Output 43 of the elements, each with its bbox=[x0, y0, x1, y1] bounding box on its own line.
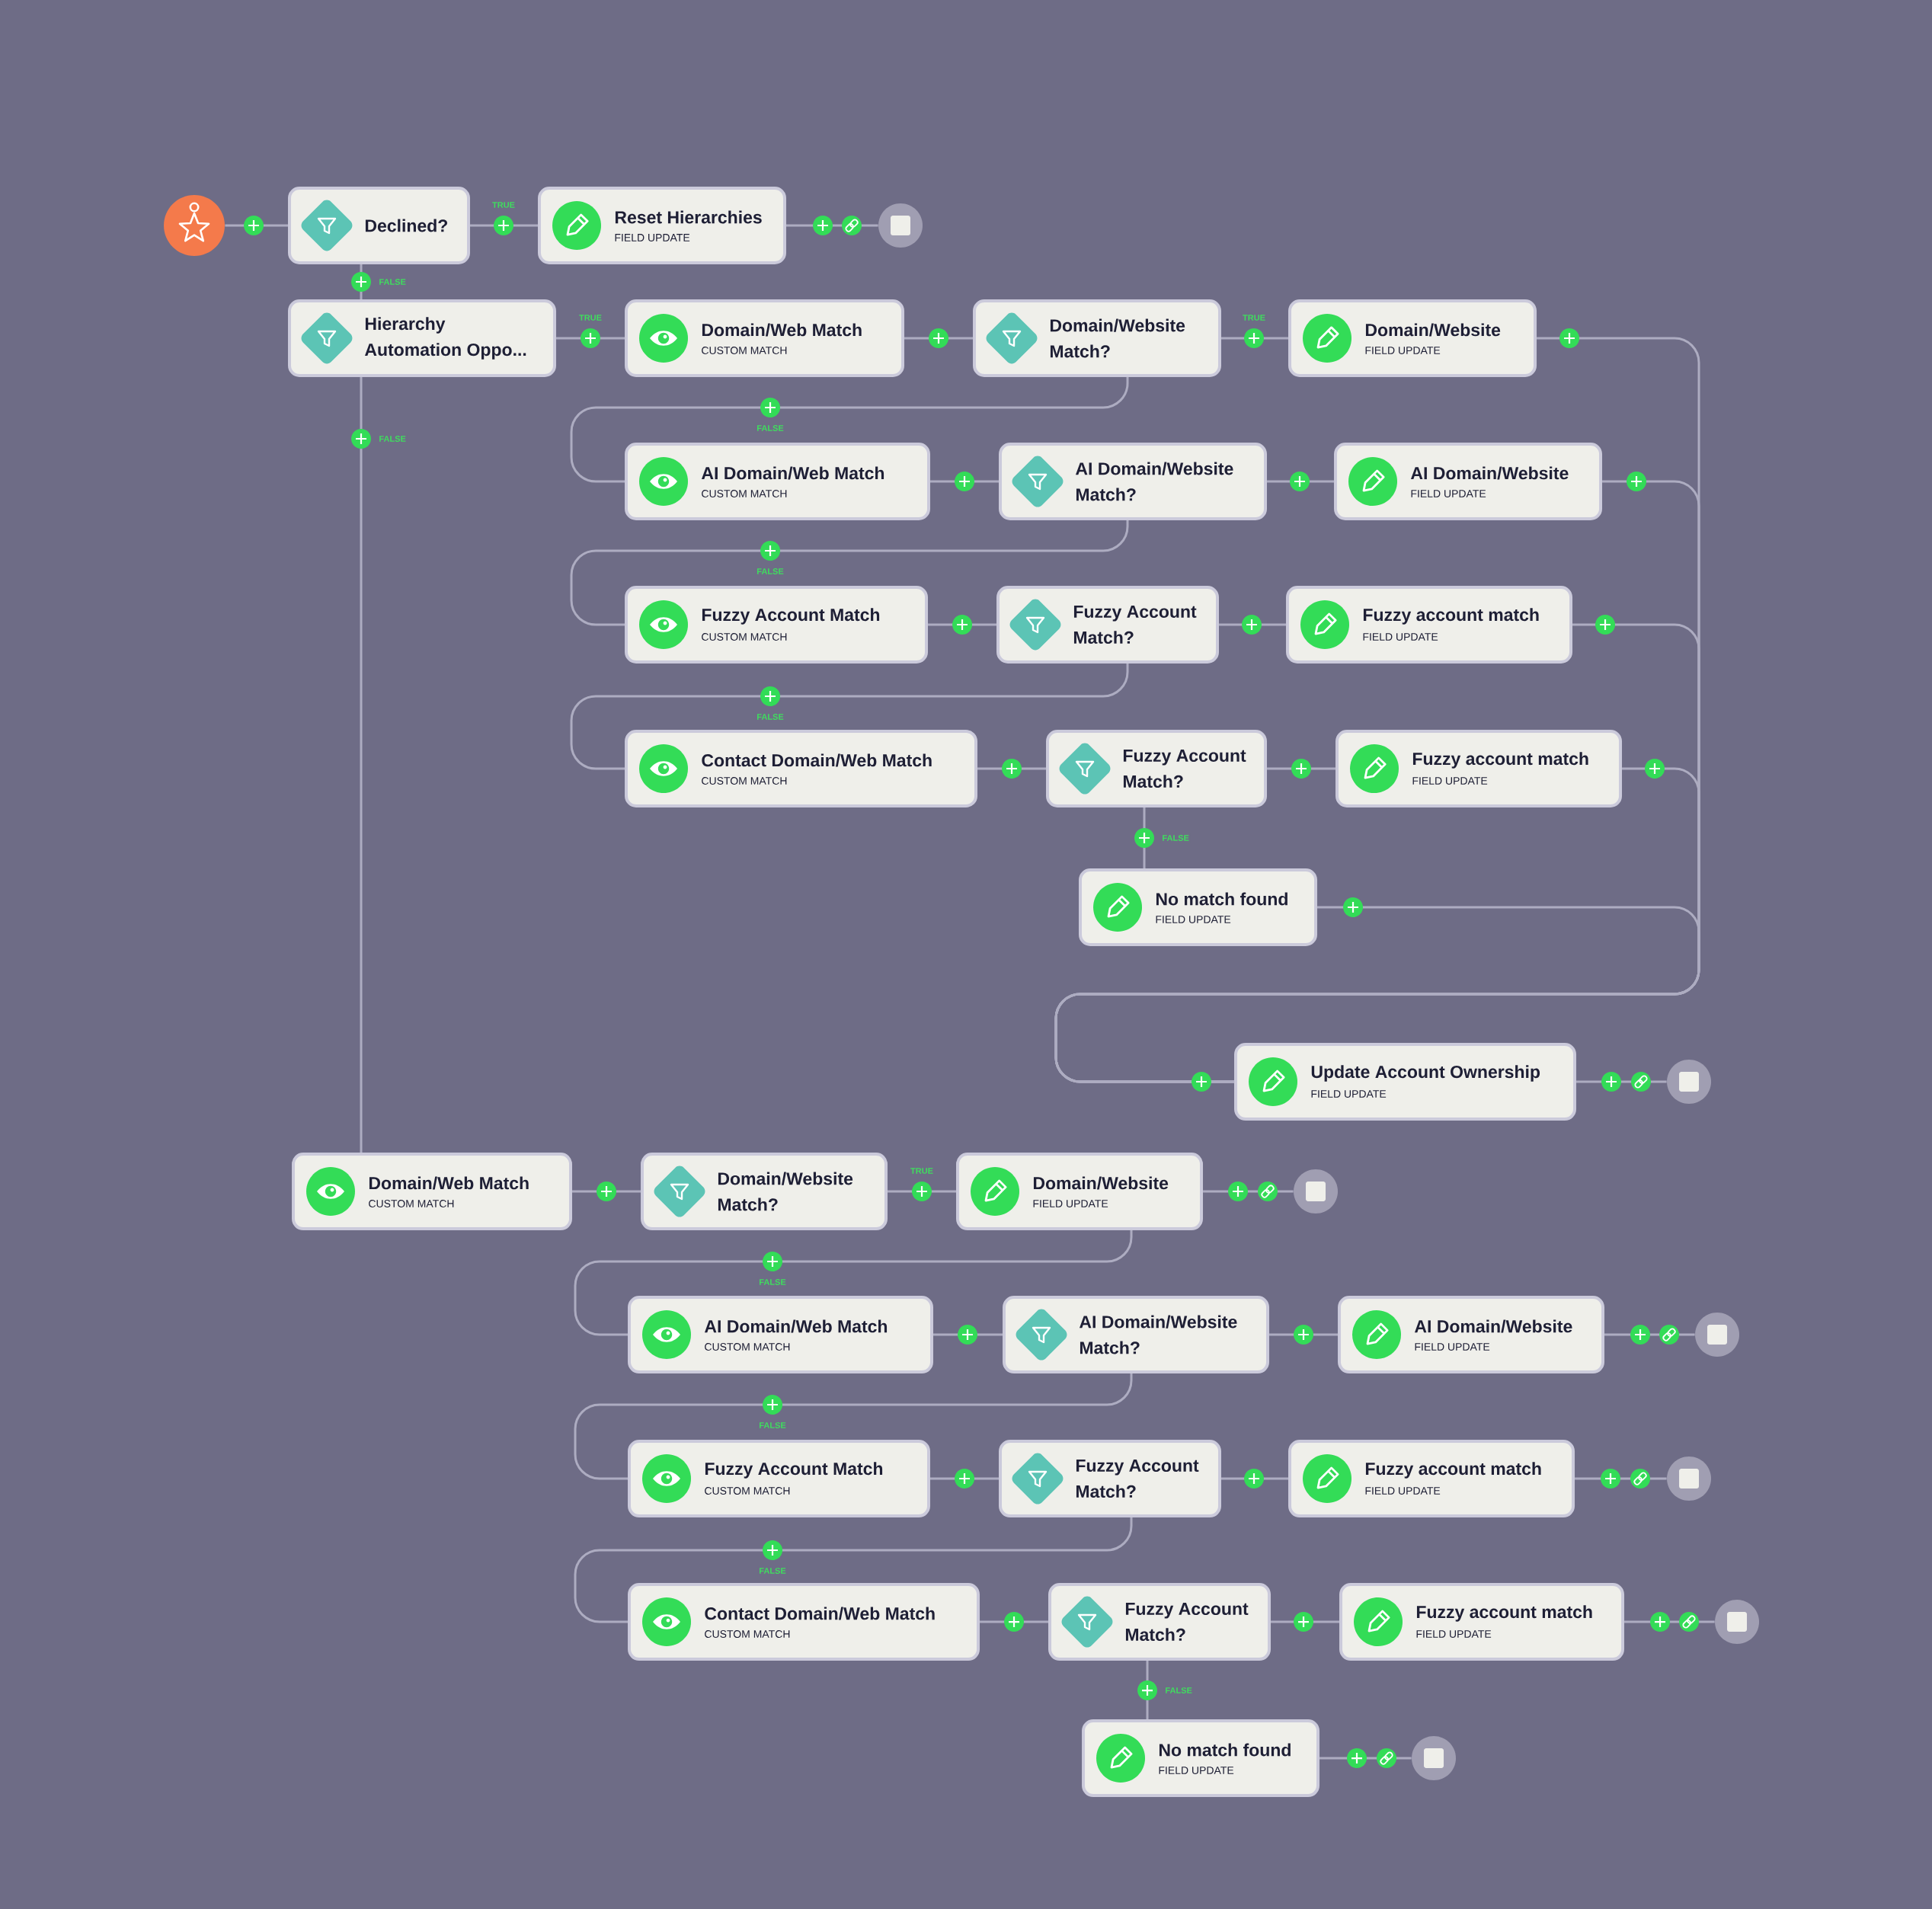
process-box: Update Account Ownership FIELD UPDATE bbox=[1234, 1043, 1577, 1121]
decision-box: Hierarchy Automation Oppo... bbox=[288, 299, 556, 377]
process-box: Fuzzy account match FIELD UPDATE bbox=[1335, 730, 1623, 807]
process-box: AI Domain/Website FIELD UPDATE bbox=[1334, 443, 1603, 520]
process-box: No match found FIELD UPDATE bbox=[1082, 1719, 1320, 1798]
process-box: Fuzzy Account Match CUSTOM MATCH bbox=[625, 586, 928, 664]
process-box: Fuzzy account match FIELD UPDATE bbox=[1339, 1583, 1625, 1661]
edge-label: FALSE bbox=[757, 1566, 788, 1575]
decision-box: AI Domain/Website Match? bbox=[999, 443, 1267, 520]
process-box: Domain/Website FIELD UPDATE bbox=[956, 1153, 1203, 1230]
process-box: AI Domain/Website FIELD UPDATE bbox=[1338, 1296, 1605, 1373]
edge-label: FALSE bbox=[757, 1421, 788, 1430]
decision-box: Fuzzy Account Match? bbox=[996, 586, 1219, 664]
edge-label: FALSE bbox=[755, 424, 785, 433]
decision-box: Domain/Website Match? bbox=[641, 1153, 888, 1230]
edge-label: FALSE bbox=[755, 712, 785, 721]
process-box: Reset Hierarchies FIELD UPDATE bbox=[538, 187, 786, 264]
process-box: Contact Domain/Web Match CUSTOM MATCH bbox=[628, 1583, 980, 1661]
process-box: Fuzzy account match FIELD UPDATE bbox=[1286, 586, 1573, 664]
decision-box: AI Domain/Website Match? bbox=[1003, 1296, 1269, 1373]
decision-box: Fuzzy Account Match? bbox=[1046, 730, 1267, 807]
decision-box: Fuzzy Account Match? bbox=[1048, 1583, 1271, 1661]
edge-label: FALSE bbox=[377, 434, 408, 443]
process-box: Fuzzy account match FIELD UPDATE bbox=[1288, 1440, 1575, 1518]
edge-label: FALSE bbox=[377, 277, 408, 286]
edge-label: FALSE bbox=[757, 1277, 788, 1287]
edge-label: FALSE bbox=[755, 567, 785, 576]
process-box: Domain/Web Match CUSTOM MATCH bbox=[292, 1153, 572, 1230]
process-box: Domain/Web Match CUSTOM MATCH bbox=[625, 299, 904, 377]
process-box: Contact Domain/Web Match CUSTOM MATCH bbox=[625, 730, 977, 807]
edge-label: FALSE bbox=[1160, 833, 1191, 843]
process-box: Domain/Website FIELD UPDATE bbox=[1288, 299, 1537, 377]
decision-box: Domain/Website Match? bbox=[973, 299, 1221, 377]
decision-box: Fuzzy Account Match? bbox=[999, 1440, 1221, 1518]
process-box: AI Domain/Web Match CUSTOM MATCH bbox=[628, 1296, 933, 1373]
edge-label: FALSE bbox=[1163, 1686, 1194, 1695]
edge-label: TRUE bbox=[577, 313, 603, 322]
edge-label: TRUE bbox=[491, 200, 517, 209]
process-box: AI Domain/Web Match CUSTOM MATCH bbox=[625, 443, 930, 520]
process-box: No match found FIELD UPDATE bbox=[1079, 868, 1317, 946]
edge-label: TRUE bbox=[909, 1166, 935, 1175]
edge-label: TRUE bbox=[1241, 313, 1267, 322]
process-box: Fuzzy Account Match CUSTOM MATCH bbox=[628, 1440, 930, 1518]
